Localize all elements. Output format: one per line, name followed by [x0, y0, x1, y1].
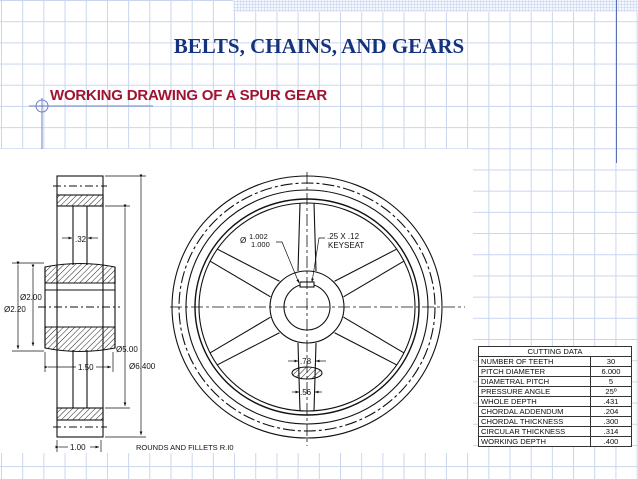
row-value: .400	[590, 436, 632, 447]
row-label: CIRCULAR THICKNESS	[478, 426, 591, 437]
row-label: WHOLE DEPTH	[478, 396, 591, 407]
row-label: CHORDAL THICKNESS	[478, 416, 591, 427]
cutting-data-header: CUTTING DATA	[478, 346, 632, 357]
row-value: 5	[590, 376, 632, 387]
spoke-edge	[297, 202, 301, 272]
row-value: .204	[590, 406, 632, 417]
label-bore-dia: Ø2.00	[20, 293, 42, 302]
bore-dia-symbol: Ø	[240, 236, 246, 245]
margin-line	[616, 0, 617, 163]
label-face-width: 1.00	[70, 443, 86, 452]
row-label: PITCH DIAMETER	[478, 366, 591, 377]
spoke-width-minor: .56	[300, 388, 312, 397]
spoke-edge	[216, 248, 280, 282]
row-label: WORKING DEPTH	[478, 436, 591, 447]
spoke-edge	[209, 316, 271, 354]
row-label: NUMBER OF TEETH	[478, 356, 591, 367]
row-value: 6.000	[590, 366, 632, 377]
row-label: CHORDAL ADDENDUM	[478, 406, 591, 417]
side-section-view	[12, 174, 146, 452]
label-hub-length: 1.50	[78, 363, 94, 372]
label-hub-dia: Ø2.20	[4, 305, 26, 314]
bore-min: 1.000	[251, 240, 270, 249]
table-row: WORKING DEPTH.400	[478, 436, 632, 447]
bore-max: 1.002	[249, 232, 268, 241]
rounds-fillets-note: ROUNDS AND FILLETS R.I0	[136, 443, 234, 452]
row-value: .314	[590, 426, 632, 437]
row-label: PRESSURE ANGLE	[478, 386, 591, 397]
row-value: 30	[590, 356, 632, 367]
label-outside-dia: Ø6.400	[129, 362, 156, 371]
table-row: CHORDAL ADDENDUM.204	[478, 406, 632, 417]
spoke-edge	[343, 260, 405, 298]
table-row: WHOLE DEPTH.431	[478, 396, 632, 407]
row-value: 25º	[590, 386, 632, 397]
spoke-edge	[334, 332, 398, 366]
front-view	[170, 172, 465, 446]
label-web-thickness: .32	[75, 235, 87, 244]
slide-title: BELTS, CHAINS, AND GEARS	[173, 34, 465, 58]
row-value: .431	[590, 396, 632, 407]
row-value: .300	[590, 416, 632, 427]
spoke-edge	[334, 248, 398, 282]
spoke-width-major: .78	[300, 357, 312, 366]
table-row: CIRCULAR THICKNESS.314	[478, 426, 632, 437]
spoke-edge	[343, 316, 405, 354]
label-rim-dia: Ø5.00	[116, 345, 138, 354]
crosshair-decoration	[29, 98, 153, 160]
keyseat-label: KEYSEAT	[328, 241, 364, 250]
spoke-edge	[209, 260, 271, 298]
row-label: DIAMETRAL PITCH	[478, 376, 591, 387]
spoke-edge	[216, 332, 280, 366]
dotted-header-band	[233, 0, 638, 12]
table-row: CHORDAL THICKNESS.300	[478, 416, 632, 427]
keyseat-size: .25 X .12	[327, 232, 360, 241]
slide-subtitle: WORKING DRAWING OF A SPUR GEAR	[50, 87, 328, 104]
